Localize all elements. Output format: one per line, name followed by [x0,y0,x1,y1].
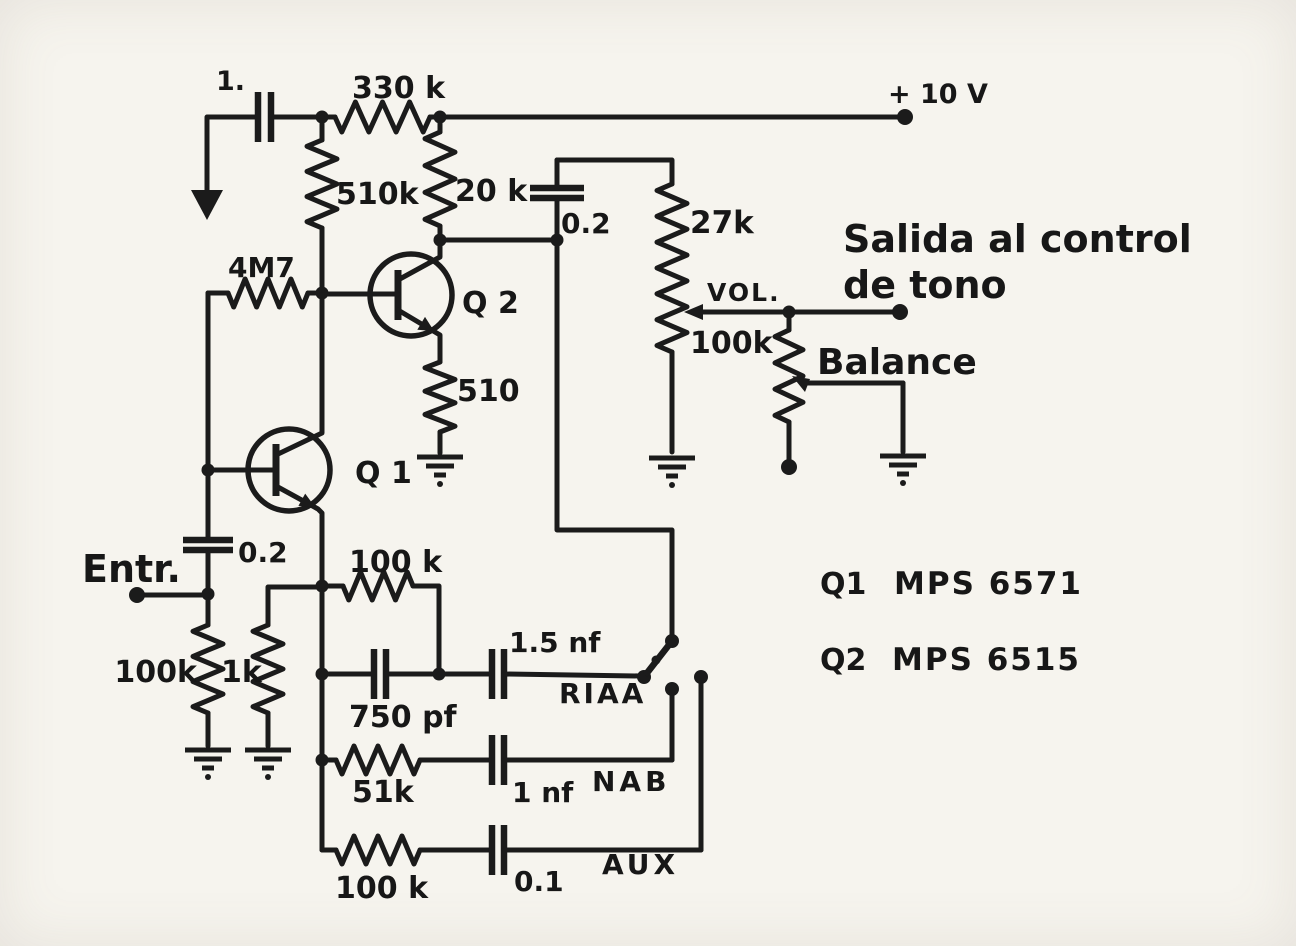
transistor-q2: Q 2 [319,239,519,365]
resistor-20k: 20 k [422,114,528,247]
cap-1n5-value: 1.5 nf [509,626,601,659]
q1-label: Q 1 [355,456,412,491]
q2-collector-node [437,233,564,247]
aux-network: 100 k 0.1 AUX [319,670,708,906]
output-cap-value: 0.2 [561,207,611,240]
riaa-network: 750 pf 1.5 nf RIAA [319,626,651,735]
balance-terminal [781,459,797,475]
resistor-4m7: 4M7 [205,251,329,310]
input-label: Entr. [82,547,181,591]
resistor-510-value: 510 [457,374,520,409]
salida-line2: de tono [843,263,1007,307]
feedback-node-rail [315,579,329,853]
resistor-100k-feedback: 100 k [319,545,443,677]
resistor-27k-value: 27k [690,205,755,241]
cap-750pf-value: 750 pf [349,700,458,735]
parts-q1-model: MPS 6571 [894,566,1083,602]
balance-wiper-arrow-icon [792,376,810,392]
volume-pot: VOL. 27k 100k [649,181,908,488]
resistor-1k: 1k [221,584,321,780]
left-rail [201,290,215,543]
input-coupling-cap: 0.2 [183,536,288,628]
aux-contact [694,670,708,684]
ground-arrow-icon [191,190,223,220]
aux-label: AUX [602,848,679,881]
q1-emitter-arrow-icon [298,493,315,507]
resistor-330k: 330 k [332,71,446,135]
resistor-51k-value: 51k [352,775,415,810]
resistor-510k-value: 510k [336,177,420,212]
cap-1nf-value: 1 nf [512,776,574,809]
output-coupling-cap: 0.2 [530,157,675,243]
bypass-cap-value: 1. [216,66,245,97]
nab-contact [665,682,679,696]
supply-label: + 10 V [888,79,988,110]
balance-label: Balance [817,342,977,383]
ground-icon [417,457,463,487]
parts-q1-ref: Q1 [820,567,866,602]
ground-icon [649,458,695,488]
power-rail: + 10 V [427,79,988,125]
eq-selector-switch [554,237,679,677]
resistor-20k-value: 20 k [455,174,528,209]
nab-network: 51k 1 nf NAB [319,682,679,810]
vol-wiper-arrow-icon [684,304,703,320]
cap-100nf-value: 0.1 [514,865,564,898]
switch-blade [643,637,676,677]
ground-icon [880,456,926,486]
salida-line1: Salida al control [843,217,1192,261]
parts-list: Q1 MPS 6571 Q2 MPS 6515 [820,566,1083,678]
transistor-q1: Q 1 [205,292,412,589]
resistor-100k-aux-value: 100 k [335,871,429,906]
nab-label: NAB [592,765,670,798]
input-terminal: Entr. [82,547,211,603]
resistor-510k: 510k [304,114,420,296]
ground-icon [245,750,291,780]
resistor-330k-value: 330 k [352,71,446,106]
q2-emitter-arrow-icon [417,316,434,331]
resistor-510: 510 [417,359,520,487]
riaa-label: RIAA [559,677,646,710]
vol-label: VOL. [707,278,781,307]
ground-icon [185,750,231,780]
parts-q2-model: MPS 6515 [892,642,1081,678]
resistor-100k-input-value: 100k [114,655,198,690]
vol-pot-value: 100k [690,326,774,361]
supply-terminal [897,109,913,125]
balance-pot: Balance [772,309,977,486]
q2-label: Q 2 [462,286,519,321]
resistor-100k-input: 100k [114,622,231,780]
output-destination-label: Salida al control de tono [843,217,1192,307]
resistor-1k-value: 1k [221,655,263,690]
output-terminal [892,304,908,320]
resistor-4m7-value: 4M7 [228,251,295,284]
input-cap-value: 0.2 [238,536,288,569]
resistor-100k-feedback-value: 100 k [349,545,443,580]
parts-q2-ref: Q2 [820,643,866,678]
